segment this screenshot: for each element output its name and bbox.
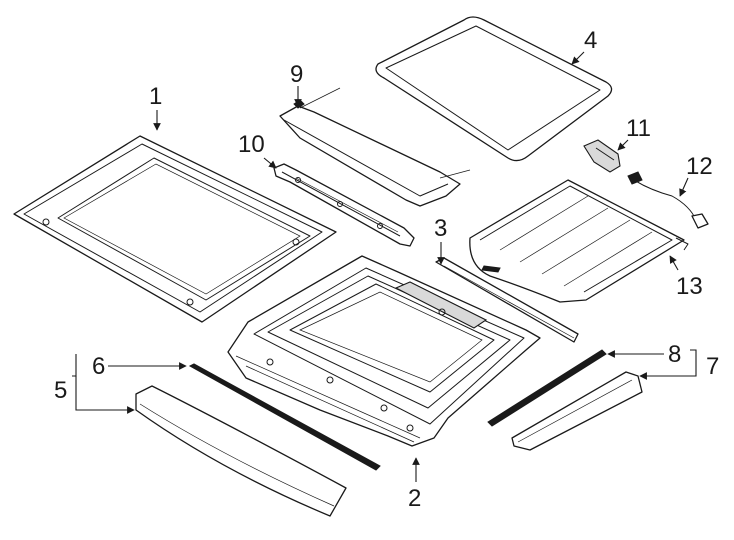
callout-3: 3 <box>434 215 447 242</box>
part-7-rear-trim <box>511 371 643 451</box>
callout-4: 4 <box>584 27 597 54</box>
part-5-front-trim <box>135 385 347 517</box>
callout-10: 10 <box>238 131 265 158</box>
callout-5: 5 <box>54 377 67 404</box>
callout-7: 7 <box>706 353 719 380</box>
callout-11: 11 <box>626 115 651 142</box>
part-11-motor <box>583 139 621 173</box>
callout-2: 2 <box>408 485 421 512</box>
part-13-sunshade <box>469 179 689 303</box>
part-12-harness <box>627 171 709 229</box>
part-8-rear-seal <box>487 349 607 427</box>
callout-8: 8 <box>668 341 681 368</box>
callout-1: 1 <box>149 83 162 110</box>
part-10-guide-rail <box>273 163 415 247</box>
part-6-front-seal <box>188 363 381 471</box>
callout-13: 13 <box>676 273 703 300</box>
leader-lines <box>72 51 697 482</box>
part-1-glass-panel <box>13 135 337 323</box>
callout-12: 12 <box>686 153 713 180</box>
callout-6: 6 <box>92 353 105 380</box>
callout-9: 9 <box>290 61 303 88</box>
part-4-glass-seal <box>375 16 613 162</box>
part-2-frame <box>227 255 541 447</box>
